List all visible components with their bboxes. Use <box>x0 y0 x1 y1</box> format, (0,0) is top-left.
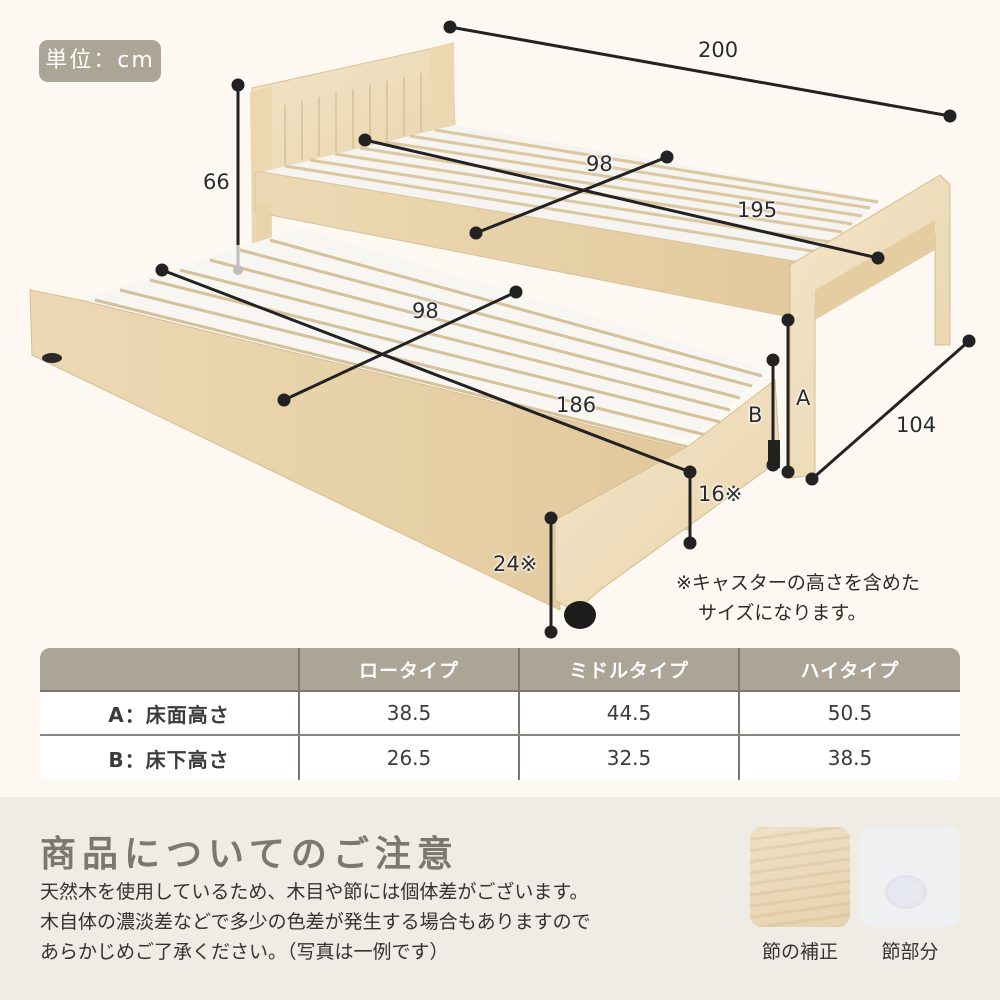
row-label-floor-height: A：床面高さ <box>40 692 300 734</box>
dimension-lines <box>155 20 976 639</box>
dim-label-b: B <box>748 403 763 427</box>
swatch-label-knot-repair: 節の補正 <box>761 941 838 963</box>
dim-trundle-side-height: 16※ <box>698 482 743 506</box>
bed-illustration <box>29 20 976 639</box>
notice-line: あらかじめご了承ください。（写真は一例です） <box>40 941 449 963</box>
notice-line: 天然木を使用しているため、木目や節には個体差がございます。 <box>40 881 589 903</box>
diagram-canvas: 単位：cm 200 66 98 195 104 98 186 16※ 24※ A… <box>29 20 976 639</box>
wood-knot-repair-image <box>750 827 850 927</box>
spec-table: ロータイプ ミドルタイプ ハイタイプ A：床面高さ 38.5 44.5 50.5… <box>40 648 960 780</box>
notice-title: 商品についてのご注意 <box>40 834 459 875</box>
caster-note-line1: ※キャスターの高さを含めた <box>676 572 920 594</box>
dim-headboard-height: 66 <box>203 170 230 194</box>
row-label-under-floor-height: B：床下高さ <box>40 736 300 780</box>
caster-note: ※キャスターの高さを含めた サイズになります。 <box>676 568 920 628</box>
table-cell: 38.5 <box>827 746 873 770</box>
dim-overall-length: 200 <box>698 38 739 62</box>
dim-trundle-inner-width: 98 <box>412 299 439 323</box>
table-header-middle-type: ミドルタイプ <box>520 648 740 690</box>
knot-area-image <box>860 827 960 927</box>
table-cell: 32.5 <box>520 736 740 780</box>
table-cell: 50.5 <box>827 701 873 725</box>
dim-upper-inner-width: 98 <box>586 152 613 176</box>
caster-note-line2: サイズになります。 <box>698 602 867 624</box>
dim-upper-inner-length: 195 <box>737 198 778 222</box>
dim-overall-width: 104 <box>896 413 937 437</box>
swatch-label-knot-area: 節部分 <box>881 941 939 963</box>
table-header-high-type: ハイタイプ <box>800 659 900 682</box>
table-header-low-type: ロータイプ <box>300 648 520 690</box>
table-cell: 44.5 <box>520 692 740 734</box>
unit-badge: 単位：cm <box>39 40 161 82</box>
dim-trundle-inner-length: 186 <box>556 393 597 417</box>
table-cell: 38.5 <box>300 692 520 734</box>
table-header-row: ロータイプ ミドルタイプ ハイタイプ <box>40 648 960 692</box>
product-notice: 商品についてのご注意 天然木を使用しているため、木目や節には個体差がございます。… <box>0 797 1000 1000</box>
table-header-cell <box>40 648 300 690</box>
dim-trundle-front-height: 24※ <box>493 552 538 576</box>
table-row: B：床下高さ 26.5 32.5 38.5 <box>40 736 960 780</box>
table-cell: 26.5 <box>300 736 520 780</box>
notice-body: 天然木を使用しているため、木目や節には個体差がございます。 木自体の濃淡差などで… <box>40 877 740 967</box>
dim-label-a: A <box>796 386 811 410</box>
notice-line: 木自体の濃淡差などで多少の色差が発生する場合もありますので <box>40 911 591 933</box>
table-row: A：床面高さ 38.5 44.5 50.5 <box>40 692 960 736</box>
